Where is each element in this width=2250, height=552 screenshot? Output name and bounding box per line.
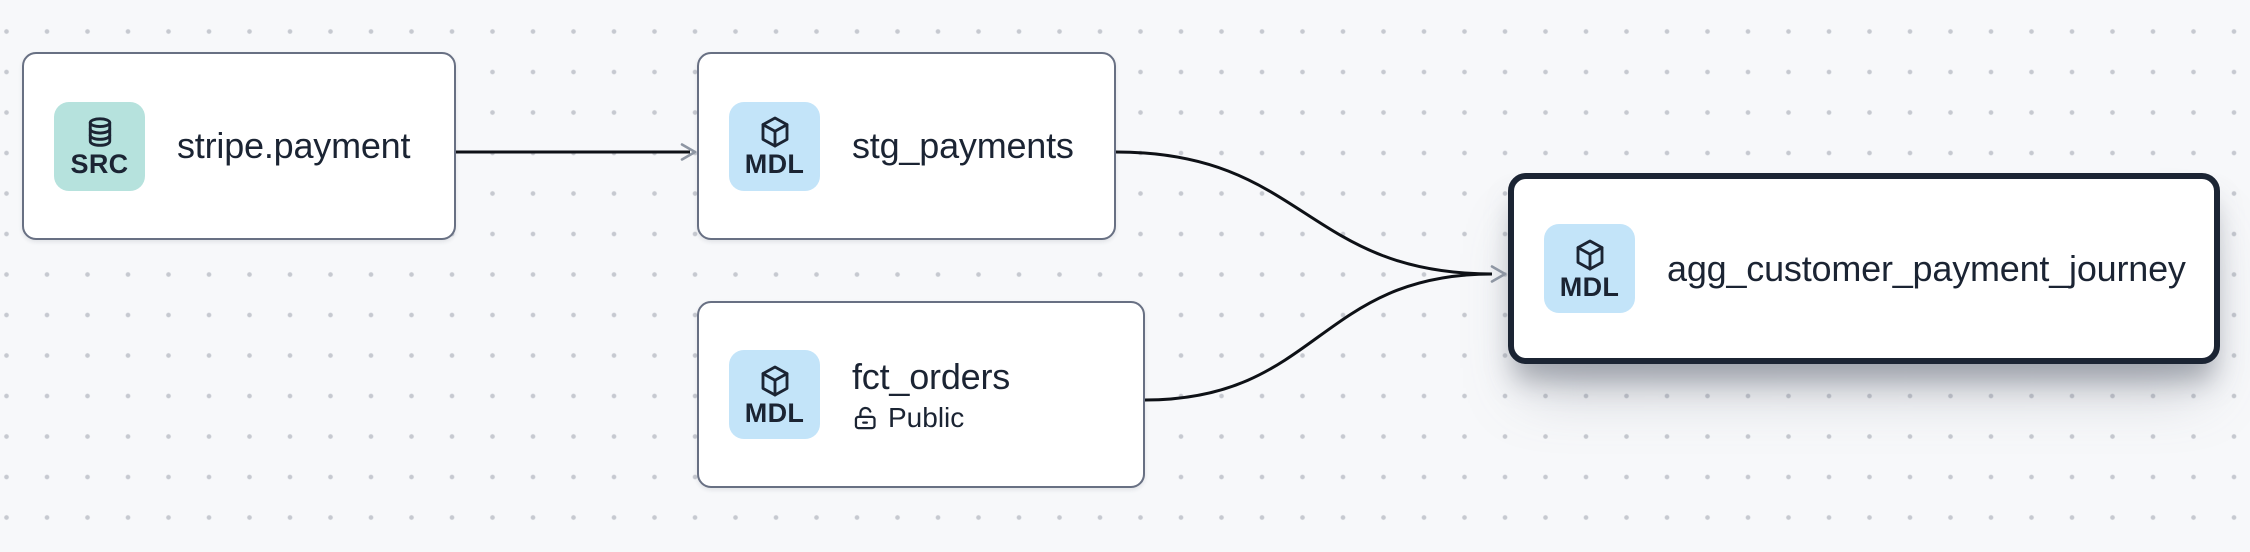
resource-type-badge-src: SRC (54, 101, 145, 191)
unlock-icon (852, 405, 879, 432)
resource-type-badge-mdl: MDL (1544, 224, 1635, 313)
access-label: Public (888, 402, 965, 434)
cube-icon (757, 363, 793, 399)
arrowhead-icon (680, 143, 697, 161)
resource-type-badge-mdl: MDL (729, 350, 820, 439)
cube-icon (757, 114, 793, 150)
node-stripe-payment[interactable]: SRC stripe.payment (22, 52, 456, 240)
node-fct-orders[interactable]: MDL fct_orders Public (697, 301, 1145, 488)
badge-label: MDL (1559, 271, 1620, 302)
node-title: fct_orders (852, 356, 1011, 397)
node-agg-customer-payment-journey[interactable]: MDL agg_customer_payment_journey (1508, 173, 2220, 364)
node-stg-payments[interactable]: MDL stg_payments (697, 52, 1116, 240)
badge-label: MDL (744, 397, 805, 428)
node-title: stg_payments (852, 125, 1074, 167)
arrowhead-icon (1490, 265, 1507, 283)
cube-icon (1572, 237, 1608, 273)
node-title: stripe.payment (177, 125, 411, 167)
badge-label: MDL (744, 149, 805, 180)
resource-type-badge-mdl: MDL (729, 101, 820, 191)
access-row: Public (852, 402, 1010, 434)
database-icon (82, 114, 118, 150)
node-title: agg_customer_payment_journey (1667, 247, 2186, 289)
badge-label: SRC (70, 149, 129, 180)
edge-stg-payments-to-agg (1115, 150, 1493, 276)
edge-fct-orders-to-agg (1144, 272, 1493, 402)
